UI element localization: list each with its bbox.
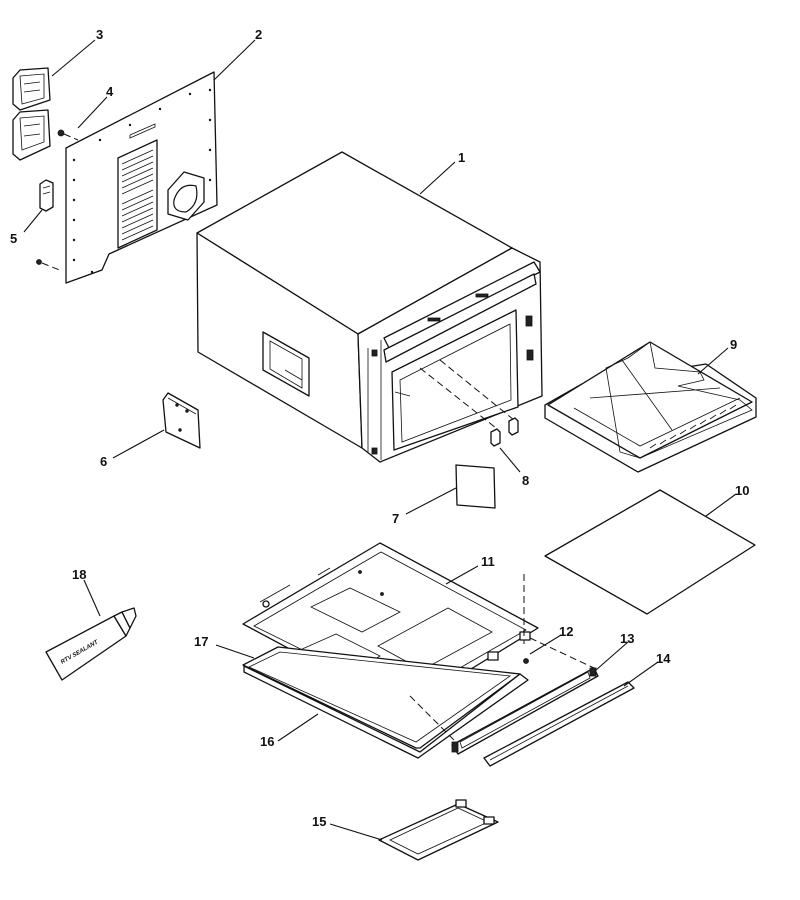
label-18: 18 [72,567,86,582]
label-16: 16 [260,734,274,749]
label-3: 3 [96,27,103,42]
foam-pads [490,417,519,447]
label-5: 5 [10,231,17,246]
gasket [242,646,529,759]
label-8: 8 [522,473,529,488]
mounting-brackets [12,67,51,161]
label-10: 10 [735,483,749,498]
sealant-tube: RTV SEALANT [45,607,137,681]
part-number-labels: 1 2 3 4 5 6 7 8 9 10 11 12 13 14 15 16 1… [10,27,749,829]
wire-clip [36,179,63,272]
label-15: 15 [312,814,326,829]
label-9: 9 [730,337,737,352]
label-14: 14 [656,651,671,666]
back-panel [65,71,218,284]
label-11: 11 [481,554,495,569]
screw-part [57,129,79,141]
leader-lines [23,39,737,841]
label-7: 7 [392,511,399,526]
access-cover [162,392,201,449]
label-12: 12 [559,624,573,639]
label-13: 13 [620,631,634,646]
label-sheet [455,464,496,509]
label-6: 6 [100,454,107,469]
bottom-cover-plate [378,799,499,861]
oven-rack [544,341,757,473]
oven-cabinet [196,151,543,463]
door-rail [409,637,599,755]
label-4: 4 [106,84,114,99]
ceramic-sheet [544,489,756,615]
label-17: 17 [194,634,208,649]
label-1: 1 [458,150,465,165]
trim-strip [483,681,635,767]
label-2: 2 [255,27,262,42]
